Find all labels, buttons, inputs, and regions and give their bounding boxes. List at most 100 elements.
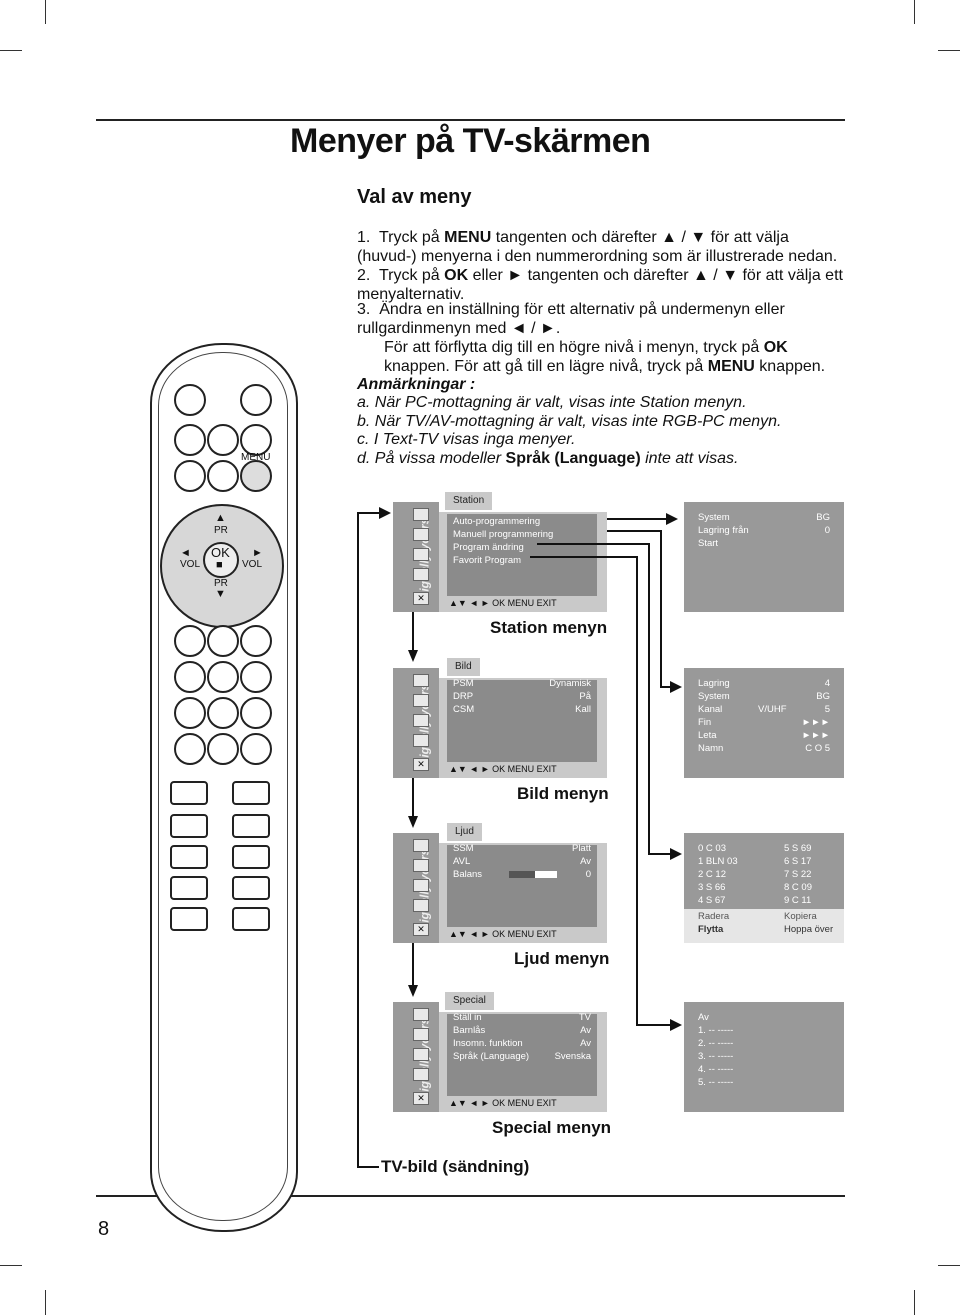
- remote-button[interactable]: [232, 845, 270, 869]
- remote-button[interactable]: [240, 733, 272, 765]
- remote-button[interactable]: [174, 733, 206, 765]
- remote-button[interactable]: [240, 625, 272, 657]
- station-icon[interactable]: [413, 839, 429, 852]
- remote-button[interactable]: [240, 661, 272, 693]
- remote-button[interactable]: [207, 661, 239, 693]
- connector-line: [357, 512, 381, 514]
- right-arrow-icon[interactable]: ►: [252, 547, 263, 559]
- sound-icon[interactable]: [413, 1048, 429, 1061]
- submenu-row[interactable]: Leta►►►: [698, 730, 830, 741]
- menu-button[interactable]: [240, 460, 272, 492]
- remote-button[interactable]: [240, 384, 272, 416]
- connector-line: [357, 512, 359, 1167]
- remote-button[interactable]: [232, 814, 270, 838]
- remote-button[interactable]: [170, 845, 208, 869]
- remote-button[interactable]: [174, 424, 206, 456]
- remote-button[interactable]: [170, 876, 208, 900]
- close-icon[interactable]: ✕: [413, 592, 429, 605]
- submenu-row[interactable]: Fin►►►: [698, 717, 830, 728]
- connector-line: [357, 1166, 379, 1168]
- remote-button[interactable]: [174, 384, 206, 416]
- remote-button[interactable]: [170, 814, 208, 838]
- close-icon[interactable]: ✕: [413, 923, 429, 936]
- submenu-row[interactable]: 5. -- -----: [698, 1077, 734, 1088]
- menu-item[interactable]: Språk (Language)Svenska: [453, 1051, 591, 1062]
- sound-icon[interactable]: [413, 548, 429, 561]
- remote-button[interactable]: [240, 697, 272, 729]
- special-icon[interactable]: [413, 899, 429, 912]
- station-icon[interactable]: [413, 508, 429, 521]
- tab-bild[interactable]: Bild: [447, 658, 480, 676]
- remote-button[interactable]: [207, 697, 239, 729]
- remote-button[interactable]: [207, 733, 239, 765]
- sound-icon[interactable]: [413, 714, 429, 727]
- remote-button[interactable]: [207, 424, 239, 456]
- remote-button[interactable]: [232, 876, 270, 900]
- close-icon[interactable]: ✕: [413, 758, 429, 771]
- menu-item[interactable]: Manuell programmering: [453, 529, 554, 540]
- special-icon[interactable]: [413, 734, 429, 747]
- balance-slider[interactable]: [509, 871, 557, 878]
- up-arrow-icon[interactable]: ▲: [215, 512, 226, 524]
- remote-button[interactable]: [174, 625, 206, 657]
- remote-button[interactable]: [174, 697, 206, 729]
- special-icon[interactable]: [413, 568, 429, 581]
- tab-special[interactable]: Special: [445, 992, 494, 1010]
- station-icon[interactable]: [413, 1008, 429, 1021]
- down-arrow-icon[interactable]: ▼: [215, 588, 226, 600]
- remote-button[interactable]: [170, 781, 208, 805]
- submenu-row[interactable]: 3. -- -----: [698, 1051, 734, 1062]
- remote-button[interactable]: [174, 661, 206, 693]
- remote-button[interactable]: [174, 460, 206, 492]
- submenu-row[interactable]: Av: [698, 1012, 709, 1023]
- remote-button[interactable]: [232, 781, 270, 805]
- remote-button[interactable]: [240, 424, 272, 456]
- remote-button[interactable]: [207, 460, 239, 492]
- picture-icon[interactable]: [413, 1028, 429, 1041]
- crop-mark: [938, 1265, 960, 1266]
- submenu-row[interactable]: Start: [698, 538, 719, 549]
- tab-ljud[interactable]: Ljud: [447, 823, 482, 841]
- sound-icon[interactable]: [413, 879, 429, 892]
- ok-button[interactable]: [203, 542, 239, 578]
- special-icon[interactable]: [413, 1068, 429, 1081]
- left-arrow-icon[interactable]: ◄: [180, 547, 191, 559]
- submenu-row[interactable]: 2. -- -----: [698, 1038, 734, 1049]
- remote-button[interactable]: [232, 907, 270, 931]
- station-icon[interactable]: [413, 674, 429, 687]
- picture-icon[interactable]: [413, 694, 429, 707]
- menu-item[interactable]: Favorit Program: [453, 555, 522, 566]
- submenu-row[interactable]: 4. -- -----: [698, 1064, 734, 1075]
- close-icon[interactable]: ✕: [413, 1092, 429, 1105]
- remote-button[interactable]: [207, 625, 239, 657]
- picture-icon[interactable]: [413, 859, 429, 872]
- menu-item[interactable]: Program ändring: [453, 542, 524, 553]
- submenu-row[interactable]: 1. -- -----: [698, 1025, 734, 1036]
- menu-item[interactable]: Auto-programmering: [453, 516, 541, 527]
- picture-icon[interactable]: [413, 528, 429, 541]
- remote-button[interactable]: [170, 907, 208, 931]
- tab-station[interactable]: Station: [445, 492, 493, 510]
